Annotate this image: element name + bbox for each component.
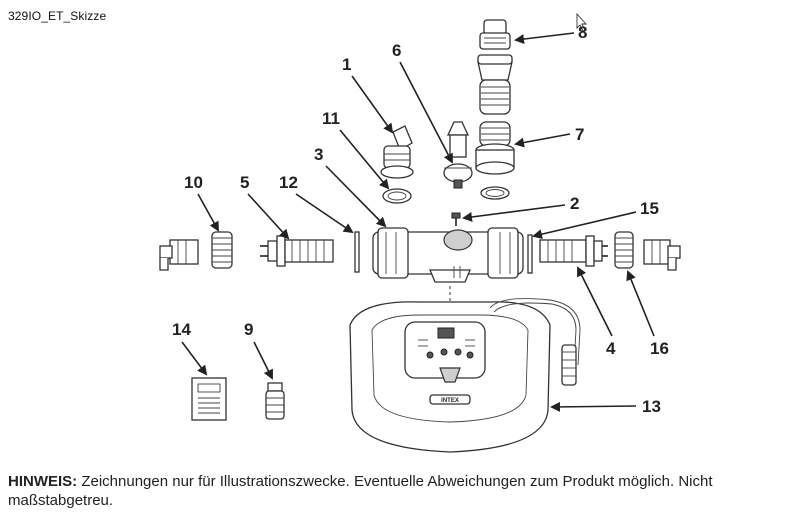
leader-8 [514, 32, 575, 45]
part-10-threaded-ring [211, 231, 233, 269]
callout-2: 2 [570, 194, 579, 213]
callout-14: 14 [172, 320, 191, 339]
part-13-control-base: INTEX [349, 298, 581, 453]
callout-5: 5 [240, 173, 249, 192]
leader-2 [462, 204, 566, 222]
mouse-cursor-icon [576, 12, 588, 32]
part-15-gasket [527, 234, 533, 274]
leader-1 [351, 75, 394, 134]
part-6-check-valve [443, 121, 473, 189]
leader-5 [247, 193, 290, 240]
part-14-manual [191, 377, 227, 421]
part-4-strainer-right [539, 235, 608, 267]
leader-4 [577, 266, 613, 337]
part-3-pump-housing [372, 227, 524, 283]
callout-16: 16 [650, 339, 669, 358]
callout-11: 11 [322, 109, 340, 128]
leader-16 [626, 270, 655, 337]
note-label: HINWEIS: [8, 473, 78, 490]
part-11-o-ring [382, 188, 412, 204]
part-9-cap [265, 382, 285, 420]
callout-8: 8 [578, 23, 587, 42]
callout-3: 3 [314, 145, 323, 164]
part-12-gasket [354, 231, 360, 273]
leader-14 [181, 341, 208, 376]
leader-13 [550, 401, 637, 412]
hose-connector-right [643, 239, 681, 271]
note-text: Zeichnungen nur für Illustrationszwecke.… [8, 473, 713, 509]
leader-15 [532, 211, 637, 240]
part-7-hose-adapter [475, 54, 515, 200]
callout-10: 10 [184, 173, 203, 192]
hose-connector-left [159, 239, 199, 271]
callout-9: 9 [244, 320, 253, 339]
part-1-elbow-connector [380, 125, 414, 179]
leader-9 [253, 341, 273, 380]
part-16-threaded-ring [614, 231, 634, 269]
callout-1: 1 [342, 55, 351, 74]
callouts: 8 1 6 7 11 3 2 10 5 12 15 4 16 14 9 13 [172, 23, 669, 416]
leader-3 [325, 165, 387, 228]
leader-11 [339, 129, 390, 190]
leader-10 [197, 193, 219, 232]
leader-12 [295, 193, 354, 234]
brand-plate: INTEX [441, 398, 459, 404]
disclaimer-note: HINWEIS: Zeichnungen nur für Illustratio… [8, 472, 798, 510]
leader-6 [399, 61, 453, 164]
part-2-screw [451, 212, 461, 226]
part-5-strainer-left [260, 235, 334, 267]
callout-15: 15 [640, 199, 659, 218]
callout-7: 7 [575, 125, 584, 144]
part-8-hose-cap [479, 19, 511, 50]
callout-6: 6 [392, 41, 401, 60]
leader-7 [514, 133, 571, 148]
callout-12: 12 [279, 173, 298, 192]
callout-13: 13 [642, 397, 661, 416]
callout-4: 4 [606, 339, 616, 358]
drawing-title: 329IO_ET_Skizze [8, 9, 107, 23]
